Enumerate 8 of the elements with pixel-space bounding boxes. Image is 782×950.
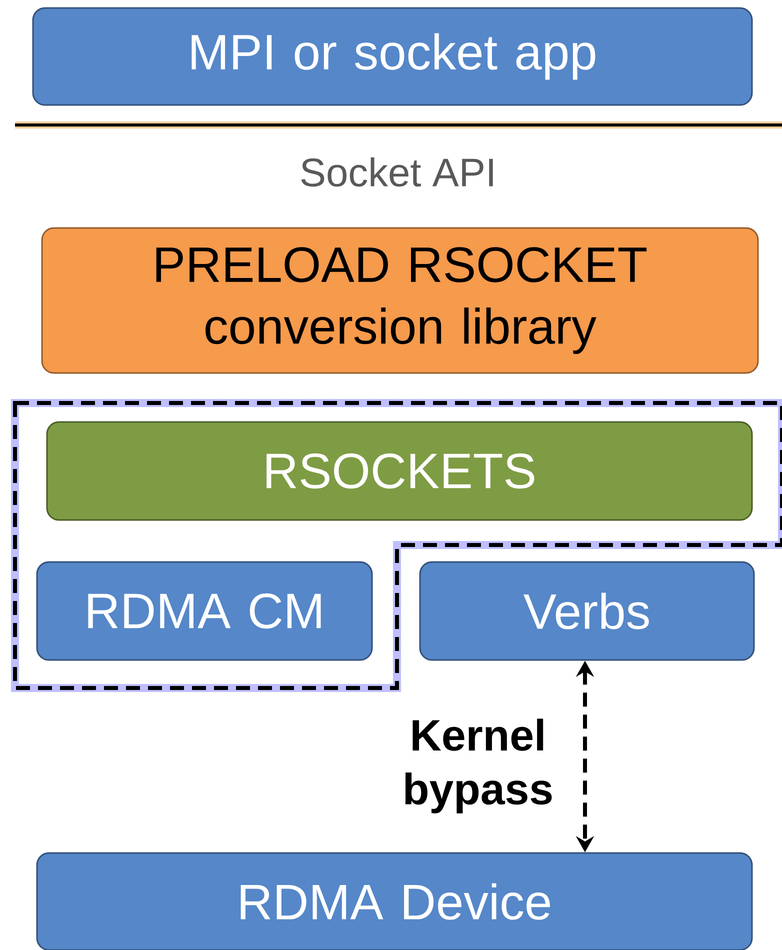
layer-box: RSOCKETS [46,421,753,521]
layer-box: RDMA CM [36,561,373,661]
layer-box: Verbs [419,561,755,661]
layer-box: PRELOAD RSOCKET conversion library [41,227,759,374]
layer-box: MPI or socket app [32,7,753,106]
layer-label: Socket API [301,157,493,187]
edge-label: Kernel bypass [405,718,552,814]
layer-box: RDMA Device [36,852,753,950]
